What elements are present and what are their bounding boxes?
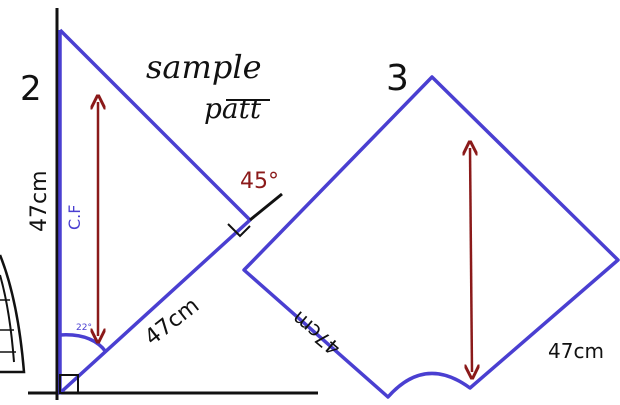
angle-arc xyxy=(59,333,108,354)
figure-2-center-label: C.F xyxy=(65,205,84,230)
note-line-2: patt xyxy=(204,92,262,125)
figure-2-side-label-hypotenuse: 47cm xyxy=(140,293,204,351)
figure-3-shape xyxy=(242,75,620,399)
figure-2-triangle xyxy=(58,28,252,395)
right-angle-marker-corner xyxy=(227,223,251,238)
note-line-1: sample xyxy=(146,48,262,86)
measure-arrow-fig3 xyxy=(470,148,472,372)
figure-2-number: 2 xyxy=(20,69,42,109)
figure-3-side-label-left: 47cm xyxy=(287,306,345,360)
extension-line xyxy=(249,192,283,222)
partial-arch-shape xyxy=(0,254,26,374)
figure-3-number: 3 xyxy=(386,58,409,99)
figure-2-angle-label: 45° xyxy=(240,169,279,194)
figure-2-small-angle-label: 22° xyxy=(76,323,92,333)
right-angle-marker-bottom xyxy=(59,374,79,394)
figure-3-side-label-right: 47cm xyxy=(548,339,604,363)
figure-2-side-label-vertical: 47cm xyxy=(27,170,52,232)
